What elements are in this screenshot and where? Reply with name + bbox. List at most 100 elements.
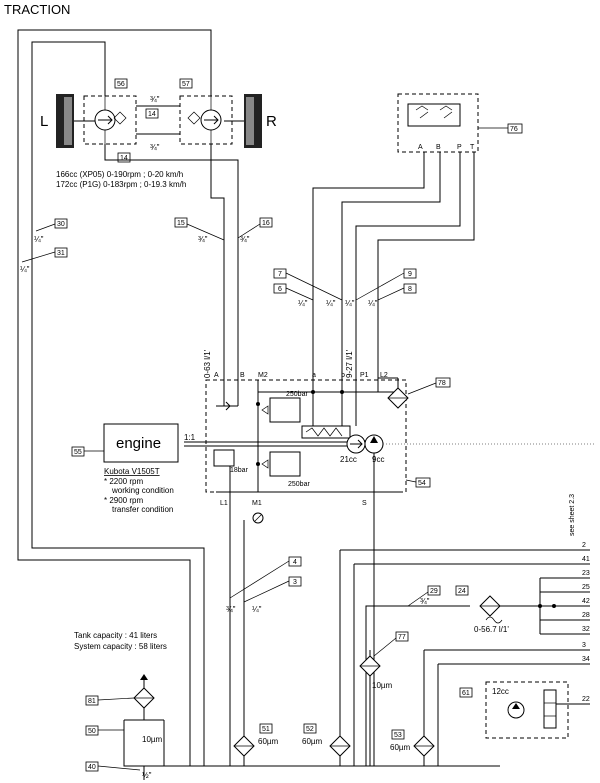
line-num-34: 34 bbox=[582, 656, 590, 663]
tank-capacity: Tank capacity : 41 liters bbox=[74, 631, 157, 640]
filter-77-rating: 10µm bbox=[372, 681, 393, 690]
valve-76: A B P T bbox=[397, 93, 479, 153]
svg-text:78: 78 bbox=[438, 380, 446, 387]
svg-text:14: 14 bbox=[120, 155, 128, 162]
drain-line-inner bbox=[31, 41, 205, 740]
engine-note-3: * 2900 rpm bbox=[104, 496, 143, 505]
filter-52 bbox=[329, 735, 351, 757]
engine-model: Kubota V1505T bbox=[104, 467, 160, 476]
tag-81: 81 bbox=[85, 695, 99, 706]
filter-51-rating: 60µm bbox=[258, 737, 279, 746]
tag-54: 54 bbox=[415, 477, 431, 488]
tag-7: 7 bbox=[273, 268, 287, 279]
pipe-size-4: ¾" bbox=[226, 605, 236, 614]
svg-text:55: 55 bbox=[74, 449, 82, 456]
see-sheet: see sheet 2.3 bbox=[569, 494, 576, 536]
line-num-42: 42 bbox=[582, 598, 590, 605]
tag-76: 76 bbox=[507, 123, 523, 134]
filter-77 bbox=[359, 655, 381, 677]
tag-15: 15 bbox=[174, 217, 188, 228]
flow-right: 9-27 l/1' bbox=[345, 349, 354, 378]
svg-text:16: 16 bbox=[262, 220, 270, 227]
tag-52: 52 bbox=[303, 723, 317, 734]
svg-text:53: 53 bbox=[394, 732, 402, 739]
tag-57: 57 bbox=[179, 78, 193, 89]
line-b bbox=[341, 152, 441, 380]
pipe-size-7: ¼" bbox=[326, 299, 336, 308]
line-num-32: 32 bbox=[582, 626, 590, 633]
filter-52-rating: 60µm bbox=[302, 737, 323, 746]
svg-text:52: 52 bbox=[306, 726, 314, 733]
port-M2: M2 bbox=[258, 372, 268, 379]
engine-note-1: * 2200 rpm bbox=[104, 477, 143, 486]
svg-text:31: 31 bbox=[57, 250, 65, 257]
motor-spec-1: 166cc (XP05) 0-190rpm ; 0-20 km/h bbox=[56, 170, 183, 179]
svg-text:50: 50 bbox=[88, 728, 96, 735]
port-A: A bbox=[214, 372, 219, 379]
svg-text:51: 51 bbox=[262, 726, 270, 733]
line-L2 bbox=[377, 152, 475, 380]
line-num-3: 3 bbox=[582, 642, 586, 649]
engine-note-2: working condition bbox=[111, 486, 174, 495]
aux-displacement: 12cc bbox=[492, 687, 509, 696]
left-wheel-label: L bbox=[40, 113, 48, 130]
engine-block: engine bbox=[103, 423, 179, 463]
filter-53-rating: 60µm bbox=[390, 743, 411, 752]
svg-text:6: 6 bbox=[278, 286, 282, 293]
svg-text:24: 24 bbox=[458, 588, 466, 595]
pipe-size-29: ¾" bbox=[420, 597, 430, 606]
svg-text:54: 54 bbox=[418, 480, 426, 487]
filter-51 bbox=[233, 735, 255, 757]
port-76-P: P bbox=[457, 144, 462, 151]
port-S: S bbox=[362, 500, 367, 507]
filter-78 bbox=[378, 377, 409, 409]
tag-6: 6 bbox=[273, 283, 287, 294]
tag-55: 55 bbox=[71, 446, 85, 457]
port-M1: M1 bbox=[252, 500, 262, 507]
tag-14-top: 14 bbox=[145, 108, 159, 119]
pump-block: A B M2 a b P1 L2 L1 M1 S 250bar 250bar 1… bbox=[184, 372, 596, 507]
tag-50: 50 bbox=[85, 725, 99, 736]
pipe-size-motor-bottom: ¾" bbox=[150, 143, 160, 152]
right-motor bbox=[179, 95, 233, 145]
pipe-size-motor-top: ¾" bbox=[150, 95, 160, 104]
aux-block-61 bbox=[485, 681, 590, 739]
tag-4: 4 bbox=[288, 556, 302, 567]
pipe-size-9: ¼" bbox=[345, 299, 355, 308]
pipe-size-30: ¼" bbox=[34, 235, 44, 244]
tag-31: 31 bbox=[54, 247, 68, 258]
tank-filter: 10µm bbox=[142, 735, 163, 744]
line-num-23: 23 bbox=[582, 570, 590, 577]
port-a: a bbox=[312, 372, 316, 379]
tag-40: 40 bbox=[85, 761, 99, 772]
tag-9: 9 bbox=[403, 268, 417, 279]
tag-3: 3 bbox=[288, 576, 302, 587]
svg-text:3: 3 bbox=[293, 579, 297, 586]
left-wheel bbox=[56, 94, 74, 148]
line-num-2: 2 bbox=[582, 542, 586, 549]
tag-61: 61 bbox=[459, 687, 473, 698]
tag-51: 51 bbox=[259, 723, 273, 734]
tag-53: 53 bbox=[391, 729, 405, 740]
svg-text:8: 8 bbox=[408, 286, 412, 293]
port-76-B: B bbox=[436, 144, 441, 151]
svg-text:57: 57 bbox=[182, 81, 190, 88]
filter-53 bbox=[413, 735, 435, 757]
flow-left: 0-63 l/1' bbox=[203, 349, 212, 378]
svg-text:76: 76 bbox=[510, 126, 518, 133]
tag-30: 30 bbox=[54, 218, 68, 229]
line-A bbox=[210, 144, 225, 380]
engine-ratio: 1:1 bbox=[184, 433, 196, 442]
cooler-flow: 0-56.7 l/1' bbox=[474, 625, 509, 634]
port-B: B bbox=[240, 372, 245, 379]
port-76-A: A bbox=[418, 144, 423, 151]
tag-14-bottom: 14 bbox=[117, 152, 131, 163]
line-29 bbox=[365, 605, 470, 740]
svg-text:15: 15 bbox=[177, 220, 185, 227]
pipe-size-16: ¾" bbox=[240, 235, 250, 244]
engine-label: engine bbox=[116, 435, 161, 452]
port-L2: L2 bbox=[380, 372, 388, 379]
svg-text:81: 81 bbox=[88, 698, 96, 705]
